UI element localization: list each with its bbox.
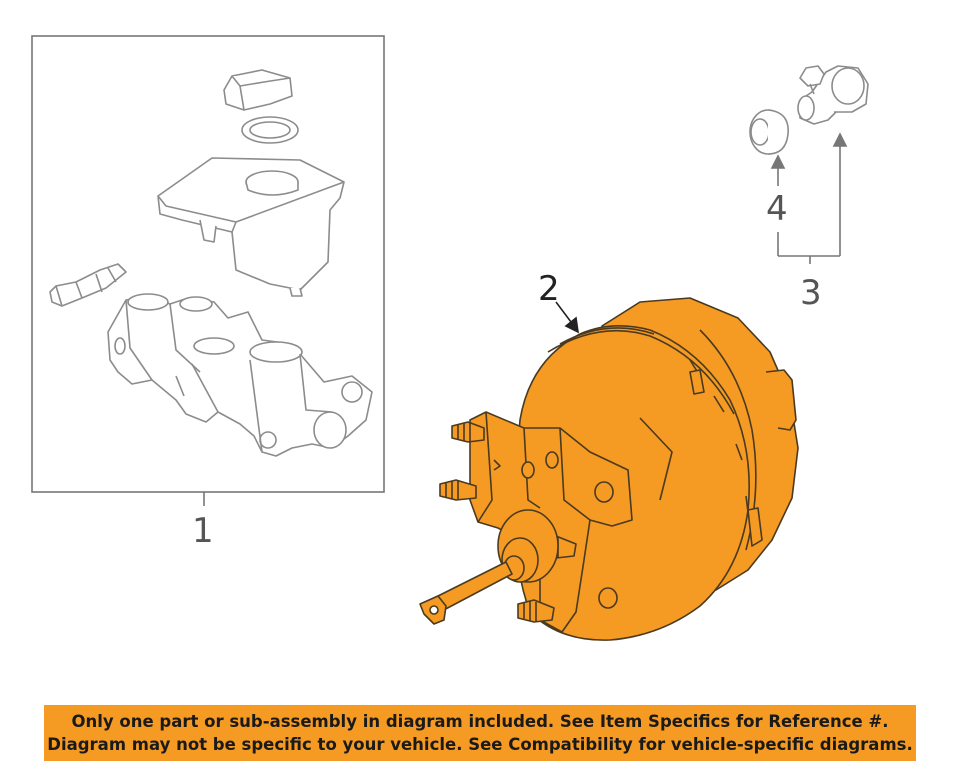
grommet-illustration xyxy=(749,109,789,155)
callout-3: 3 xyxy=(800,273,822,313)
brake-booster-illustration xyxy=(419,297,799,641)
master-cylinder-frame xyxy=(31,35,385,493)
callout-2: 2 xyxy=(538,269,560,309)
callout-3-4-leaders xyxy=(770,132,848,264)
callout-2-leader xyxy=(555,301,580,334)
vacuum-fitting-illustration xyxy=(797,65,869,125)
disclaimer-banner: Only one part or sub-assembly in diagram… xyxy=(44,705,916,761)
master-cylinder-illustration xyxy=(49,69,373,457)
disclaimer-line-2: Diagram may not be specific to your vehi… xyxy=(47,735,913,754)
callout-4: 4 xyxy=(766,189,788,229)
callout-1: 1 xyxy=(192,511,214,551)
disclaimer-line-1: Only one part or sub-assembly in diagram… xyxy=(71,712,889,731)
